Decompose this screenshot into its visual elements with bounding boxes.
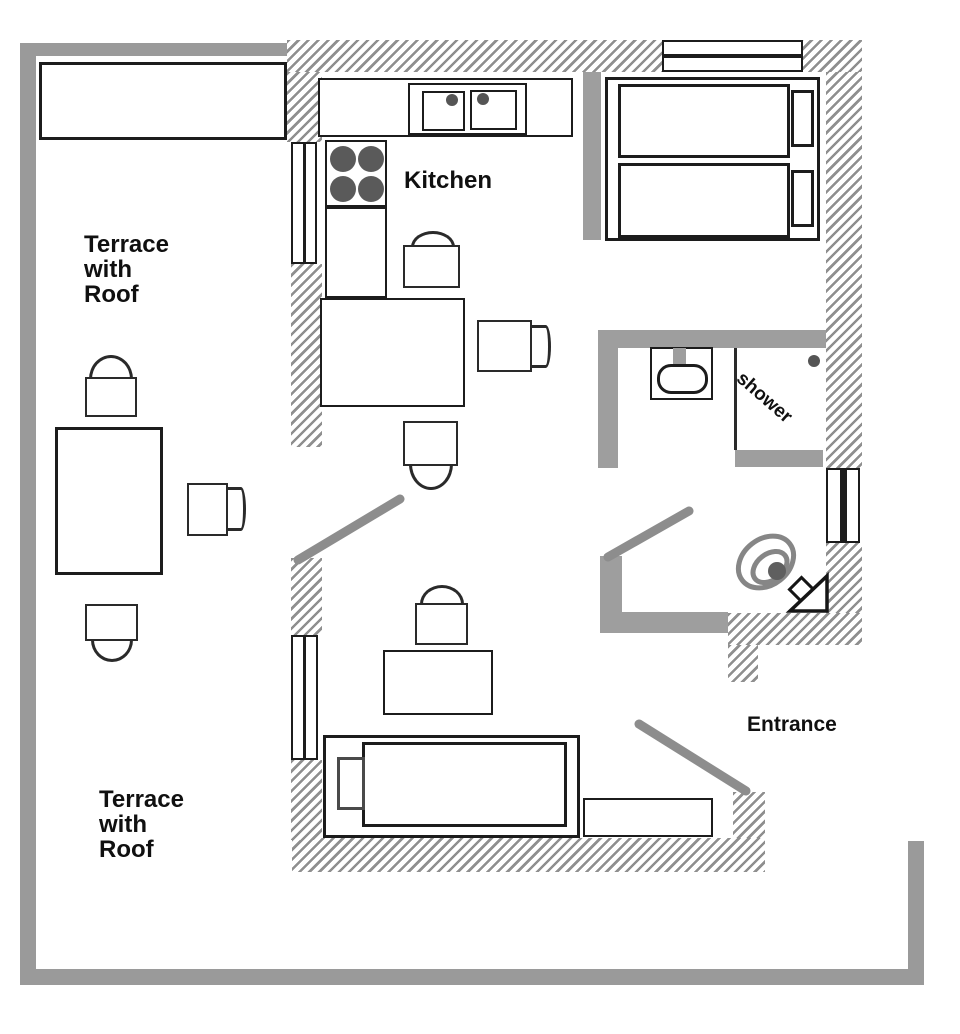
window-living-left (291, 635, 318, 760)
wall-bottom (292, 838, 765, 872)
label-entrance: Entrance (747, 713, 837, 736)
terrace-door-leaf (293, 494, 405, 565)
desk-chair-back (420, 585, 464, 604)
pillow-1 (791, 90, 814, 147)
entry-cabinet (583, 798, 713, 837)
kitchen-counter-lower (325, 207, 387, 298)
bed-2 (618, 163, 790, 238)
toilet (735, 533, 797, 591)
terrace-chair (85, 604, 138, 641)
desk (383, 650, 493, 715)
label-line: with (84, 256, 132, 283)
dining-table (320, 298, 465, 407)
wall-left-a (291, 264, 322, 447)
window-right (826, 468, 860, 543)
window-pane (664, 54, 801, 58)
terrace-boundary-bottom (20, 969, 924, 985)
wc-door-leaf (603, 506, 694, 562)
washbasin-bowl (657, 364, 708, 394)
partition-shower-bottom (735, 450, 823, 467)
stove (325, 140, 387, 207)
wall-right-upper (826, 72, 862, 468)
label-kitchen: Kitchen (404, 167, 493, 194)
sink-basin-left (422, 91, 465, 131)
window-pane (839, 470, 847, 541)
label-line: Roof (99, 836, 154, 863)
label-line: Roof (84, 281, 139, 308)
terrace-bench (39, 62, 287, 140)
label-line: Terrace (99, 786, 184, 813)
label-terrace-top: Terrace with Roof (84, 232, 169, 307)
window-kitchen-left (291, 142, 317, 264)
wall-left-c (291, 760, 322, 840)
bed-1 (618, 84, 790, 158)
terrace-boundary-left (20, 43, 36, 985)
wall-right-lower (826, 543, 862, 613)
partition-bath-top (598, 330, 826, 348)
terrace-table (55, 427, 163, 575)
label-line: Terrace (84, 231, 169, 258)
entrance-arrow (785, 571, 829, 613)
wall-top (287, 40, 663, 72)
window-bedroom-top (662, 40, 803, 72)
partition-kitchen-bedroom (583, 72, 601, 240)
sofa-bed-pillow (337, 757, 365, 810)
terrace-chair (187, 483, 228, 536)
sofa-bed-mattress (362, 742, 567, 827)
dining-chair-back (530, 325, 551, 368)
window-pane (303, 637, 306, 758)
shower-head-dot (808, 355, 820, 367)
partition-wc-bottom (600, 612, 728, 633)
terrace-chair-back (91, 640, 133, 662)
entrance-door-leaf (634, 719, 751, 796)
terrace-chair-back (226, 487, 246, 531)
dining-chair (477, 320, 532, 372)
wall-wc-bottom (728, 613, 862, 645)
wall-top-right-corner (800, 40, 862, 72)
label-line: with (99, 811, 147, 838)
pillow-2 (791, 170, 814, 227)
partition-bath-left (598, 348, 618, 468)
sink-basin-right (470, 90, 517, 130)
wall-left-corner (287, 72, 322, 142)
wall-left-b (291, 558, 322, 635)
desk-chair (415, 603, 468, 645)
terrace-boundary-top (20, 43, 287, 56)
terrace-boundary-right (908, 841, 924, 985)
terrace-chair (85, 377, 137, 417)
label-terrace-bottom: Terrace with Roof (99, 787, 184, 862)
label-shower: shower (732, 368, 797, 428)
shower-screen-line (734, 348, 737, 450)
wall-hall-stub (728, 645, 758, 682)
terrace-chair-back (89, 355, 133, 379)
dining-chair (403, 421, 458, 466)
window-pane (302, 144, 306, 262)
dining-chair (403, 245, 460, 288)
dining-chair-back (409, 464, 453, 490)
wall-entrance-jamb (733, 792, 765, 838)
